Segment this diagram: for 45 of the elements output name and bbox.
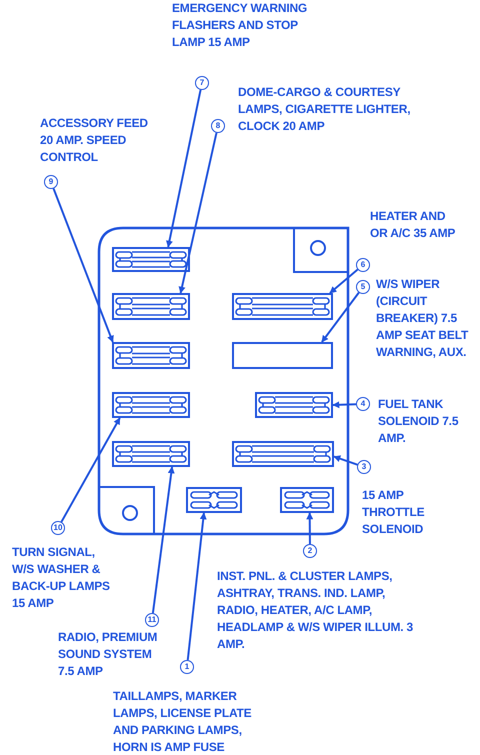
callout-number: 9 bbox=[44, 175, 58, 189]
callout-number: 8 bbox=[211, 119, 225, 133]
callout-text: W/S WIPER (CIRCUIT BREAKER) 7.5 AMP SEAT BELT WARNING, AUX. bbox=[376, 276, 470, 361]
fuse-symbol bbox=[255, 392, 333, 418]
leader-arrow bbox=[60, 417, 121, 522]
callout-text: TAILLAMPS, MARKER LAMPS, LICENSE PLATE AND PARKING LAMPS, HORN IS AMP FUSE bbox=[113, 688, 252, 755]
callout-number: 6 bbox=[356, 258, 370, 272]
fuse-symbol bbox=[112, 342, 190, 369]
callout-number: 1 bbox=[180, 660, 194, 674]
callout-number: 2 bbox=[303, 544, 317, 558]
callout-text: 15 AMP THROTTLE SOLENOID bbox=[362, 487, 426, 538]
callout-number: 11 bbox=[145, 613, 159, 627]
fuse-symbol bbox=[112, 247, 190, 272]
leader-arrow bbox=[186, 512, 207, 660]
callout-number: 7 bbox=[195, 76, 209, 90]
callout-number: 4 bbox=[356, 397, 370, 411]
leader-arrow bbox=[178, 132, 218, 294]
callout-number: 5 bbox=[356, 280, 370, 294]
fuse-symbol bbox=[232, 441, 334, 467]
leader-arrow bbox=[321, 292, 360, 343]
fuse-panel bbox=[98, 227, 349, 535]
callout-text: FUEL TANK SOLENOID 7.5 AMP. bbox=[378, 396, 460, 447]
leader-arrow bbox=[329, 268, 358, 294]
callout-text: HEATER AND OR A/C 35 AMP bbox=[370, 208, 456, 242]
leader-arrow bbox=[52, 188, 114, 343]
callout-number: 3 bbox=[357, 460, 371, 474]
leader-arrow bbox=[166, 90, 202, 248]
callout-text: ACCESSORY FEED 20 AMP. SPEED CONTROL bbox=[40, 115, 149, 166]
leader-arrow bbox=[333, 455, 358, 466]
fuse-symbol bbox=[112, 392, 190, 418]
fuse-symbol bbox=[232, 293, 333, 320]
leader-arrow bbox=[332, 401, 356, 408]
circuit-breaker-slot bbox=[232, 342, 333, 369]
callout-text: INST. PNL. & CLUSTER LAMPS, ASHTRAY, TRANS. IND. LAMP, RADIO, HEATER, A/C LAMP, HEADLAMP & W/S WIPER ILLUM. 3 AMP. bbox=[217, 568, 414, 653]
mini-fuse-symbol bbox=[186, 487, 242, 513]
leader-arrow bbox=[152, 466, 175, 614]
callout-text: DOME-CARGO & COURTESY LAMPS, CIGARETTE LIGHTER, CLOCK 20 AMP bbox=[238, 84, 412, 135]
leader-arrow bbox=[306, 512, 314, 544]
fuse-symbol bbox=[112, 293, 190, 320]
fuse-symbol bbox=[112, 441, 190, 467]
callout-text: RADIO, PREMIUM SOUND SYSTEM 7.5 AMP bbox=[58, 629, 158, 680]
callout-text: EMERGENCY WARNING FLASHERS AND STOP LAMP 15 AMP bbox=[172, 0, 308, 51]
callout-text: TURN SIGNAL, W/S WASHER & BACK-UP LAMPS 15 AMP bbox=[12, 544, 111, 612]
mini-fuse-symbol bbox=[280, 487, 334, 513]
callout-number: 10 bbox=[51, 521, 65, 535]
